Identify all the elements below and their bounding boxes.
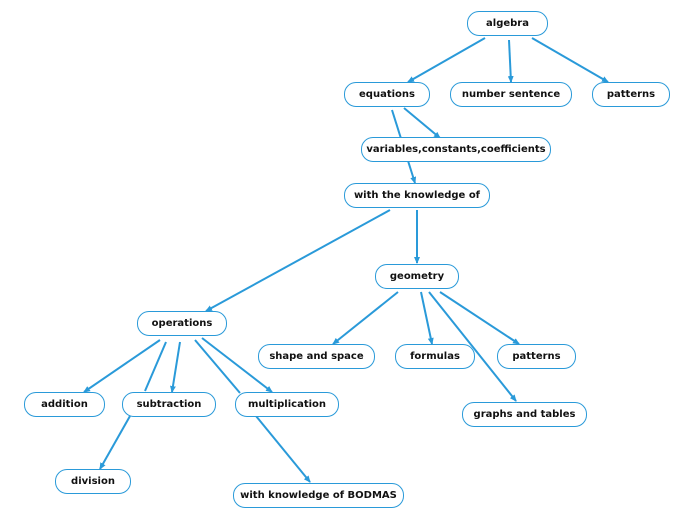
node-multiplication[interactable]: multiplication [235, 392, 339, 417]
node-formulas[interactable]: formulas [395, 344, 475, 369]
node-addition[interactable]: addition [24, 392, 105, 417]
link-subtraction-division [99, 415, 131, 470]
node-variables-constants-coefficients[interactable]: variables,constants,coefficients [361, 137, 551, 162]
node-division[interactable]: division [55, 469, 131, 494]
node-equations[interactable]: equations [344, 82, 430, 107]
link-operations-subtraction [169, 341, 181, 393]
link-operations-subtraction-2 [144, 341, 167, 392]
link-multiplication-bodmas [255, 415, 311, 483]
link-operations-multiplication [201, 337, 273, 393]
node-patterns-geometry[interactable]: patterns [497, 344, 576, 369]
node-geometry[interactable]: geometry [375, 264, 459, 289]
link-geometry-graphs-tables [428, 291, 517, 402]
link-algebra-number-sentence [507, 39, 514, 83]
node-operations[interactable]: operations [137, 311, 227, 336]
node-algebra[interactable]: algebra [467, 11, 548, 36]
node-number-sentence[interactable]: number sentence [450, 82, 572, 107]
link-operations-multiplication-2 [194, 339, 241, 394]
link-algebra-equations [407, 37, 486, 83]
node-subtraction[interactable]: subtraction [122, 392, 216, 417]
node-with-knowledge-of-bodmas[interactable]: with knowledge of BODMAS [233, 483, 404, 508]
link-operations-addition [83, 339, 161, 393]
link-algebra-patterns [531, 37, 609, 83]
node-graphs-and-tables[interactable]: graphs and tables [462, 402, 587, 427]
node-shape-and-space[interactable]: shape and space [258, 344, 375, 369]
link-geometry-formulas [420, 291, 434, 345]
node-patterns-top[interactable]: patterns [592, 82, 670, 107]
link-geometry-patterns [439, 291, 520, 345]
link-geometry-shape-space [332, 291, 399, 345]
link-knowledge-operations [205, 209, 391, 312]
node-with-the-knowledge-of[interactable]: with the knowledge of [344, 183, 490, 208]
link-equations-variables [403, 107, 441, 139]
